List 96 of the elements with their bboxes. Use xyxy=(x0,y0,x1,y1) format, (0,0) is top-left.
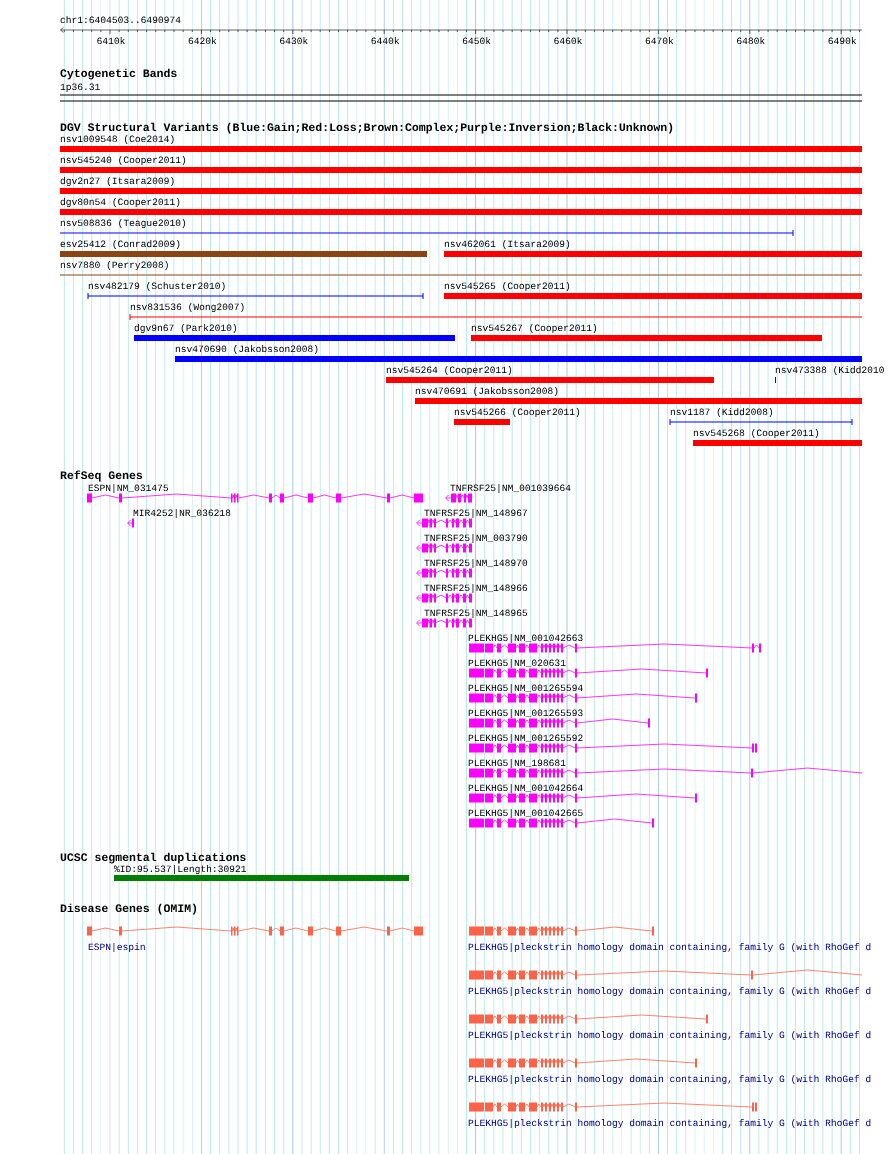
gene-model: TNFRSF25|NM_148966 xyxy=(416,584,528,603)
node-label: dgv9n67 (Park2010) xyxy=(134,324,237,333)
variant-bar: nsv545267 (Cooper2011) xyxy=(471,324,822,341)
disease-gene-model: PLEKHG5|pleckstrin homology domain containing, family G (with RhoGef d xyxy=(468,969,871,996)
node-label: nsv545267 (Cooper2011) xyxy=(471,324,597,333)
disease-gene-model: PLEKHG5|pleckstrin homology domain containing, family G (with RhoGef d xyxy=(468,1014,871,1040)
gene-model: TNFRSF25|NM_148967 xyxy=(416,509,527,528)
tick-label: 6470k xyxy=(645,37,674,45)
variant-bar: nsv1187 (Kidd2008) xyxy=(669,408,853,426)
node-label: PLEKHG5|NM_001042664 xyxy=(468,784,583,793)
gene-model: PLEKHG5|NM_001265593 xyxy=(468,709,650,728)
variant-bar: nsv508836 (Teague2010) xyxy=(59,219,794,237)
gene-model: PLEKHG5|NM_001042664 xyxy=(468,784,697,803)
disease-gene-model: PLEKHG5|pleckstrin homology domain containing, family G (with RhoGef d xyxy=(468,926,871,952)
node-label: nsv545265 (Cooper2011) xyxy=(444,282,570,291)
node-label: TNFRSF25|NM_001039664 xyxy=(450,484,571,493)
node-label: PLEKHG5|pleckstrin homology domain containing, family G (with RhoGef d xyxy=(468,943,871,952)
gene-model: ESPN|NM_031475 xyxy=(87,484,423,503)
track-heading: Disease Genes (OMIM) xyxy=(60,903,197,915)
gene-model: TNFRSF25|NM_148965 xyxy=(416,609,528,628)
node-label: PLEKHG5|NM_001265593 xyxy=(468,709,583,718)
node-label: esv25412 (Conrad2009) xyxy=(60,240,180,249)
tick-label: 6460k xyxy=(554,37,582,45)
disease-gene-model: PLEKHG5|pleckstrin homology domain containing, family G (with RhoGef d xyxy=(468,1102,871,1128)
position-label: chr1:6404503..6490974 xyxy=(60,16,181,24)
track-heading: DGV Structural Variants (Blue:Gain;Red:Loss;Brown:Complex;Purple:Inversion;Black:Unknown) xyxy=(60,122,673,134)
track-heading: RefSeq Genes xyxy=(60,470,143,482)
gene-model: PLEKHG5|NM_198681 xyxy=(468,759,863,778)
node-label: nsv545240 (Cooper2011) xyxy=(60,156,186,165)
node-label: PLEKHG5|pleckstrin homology domain containing, family G (with RhoGef d xyxy=(468,1119,871,1128)
variant-bar: dgv9n67 (Park2010) xyxy=(134,324,455,341)
node-label: MIR4252|NR_036218 xyxy=(133,509,231,518)
node-label: PLEKHG5|NM_001265594 xyxy=(468,684,583,693)
variant-bar: nsv545265 (Cooper2011) xyxy=(444,282,862,299)
node-label: ESPN|espin xyxy=(88,943,145,952)
gene-model: TNFRSF25|NM_003790 xyxy=(416,534,528,553)
variant-bar: nsv1009548 (Coe2014) xyxy=(60,135,862,152)
gene-model: PLEKHG5|NM_001042665 xyxy=(468,809,654,828)
node-label: PLEKHG5|pleckstrin homology domain containing, family G (with RhoGef d xyxy=(468,1075,871,1084)
variant-bar: nsv470691 (Jakobsson2008) xyxy=(415,387,862,404)
tick-label: 6430k xyxy=(280,37,308,45)
gene-model: PLEKHG5|NM_001265594 xyxy=(468,684,697,703)
disease-gene-model: ESPN|espin xyxy=(87,926,423,952)
node-label: TNFRSF25|NM_148966 xyxy=(424,584,528,593)
tick-label: 6410k xyxy=(97,37,125,45)
node-label: dgv80n54 (Cooper2011) xyxy=(60,198,180,207)
node-label: PLEKHG5|NM_001042665 xyxy=(468,809,583,818)
node-label: nsv470690 (Jakobsson2008) xyxy=(175,345,318,354)
variant-bar: nsv831536 (Wong2007) xyxy=(129,303,863,321)
duplication-bar: %ID:95.537|Length:30921 xyxy=(114,865,409,881)
variant-bar: nsv470690 (Jakobsson2008) xyxy=(175,345,862,362)
node-label: PLEKHG5|NM_001042663 xyxy=(468,634,583,643)
tick-label: 6420k xyxy=(188,37,217,45)
node-label: nsv545264 (Cooper2011) xyxy=(386,366,512,375)
variant-bar: nsv462061 (Itsara2009) xyxy=(444,240,862,257)
node-label: PLEKHG5|NM_198681 xyxy=(468,759,566,768)
node-label: PLEKHG5|pleckstrin homology domain containing, family G (with RhoGef d xyxy=(468,987,871,996)
variant-bar: nsv473388 (Kidd2010 xyxy=(775,366,884,383)
tick-label: 6490k xyxy=(828,37,857,45)
node-label: nsv545268 (Cooper2011) xyxy=(693,429,819,438)
variant-bar: nsv545266 (Cooper2011) xyxy=(454,408,580,425)
node-label: PLEKHG5|pleckstrin homology domain containing, family G (with RhoGef d xyxy=(468,1031,871,1040)
node-label: TNFRSF25|NM_148967 xyxy=(424,509,527,518)
node-label: nsv1009548 (Coe2014) xyxy=(60,135,174,144)
cytoband-band: 1p36.31 xyxy=(59,83,863,102)
node-label: PLEKHG5|NM_020631 xyxy=(468,659,566,668)
node-label: TNFRSF25|NM_003790 xyxy=(424,534,528,543)
track-heading: UCSC segmental duplications xyxy=(60,852,246,864)
tick-label: 6440k xyxy=(371,37,400,45)
gene-model: TNFRSF25|NM_148970 xyxy=(416,559,528,578)
node-label: dgv2n27 (Itsara2009) xyxy=(60,177,174,186)
variant-bar: nsv482179 (Schuster2010) xyxy=(87,282,424,300)
tick-label: 6480k xyxy=(737,37,765,45)
node-label: TNFRSF25|NM_148965 xyxy=(424,609,528,618)
node-label: TNFRSF25|NM_148970 xyxy=(424,559,528,568)
node-label: nsv473388 (Kidd2010 xyxy=(775,366,884,375)
variant-bar: nsv545240 (Cooper2011) xyxy=(60,156,862,173)
gene-model: PLEKHG5|NM_001042663 xyxy=(468,634,761,653)
node-label: nsv545266 (Cooper2011) xyxy=(454,408,580,417)
node-label: PLEKHG5|NM_001265592 xyxy=(468,734,583,743)
variant-bar: nsv545264 (Cooper2011) xyxy=(386,366,714,383)
variant-bar: nsv545268 (Cooper2011) xyxy=(693,429,862,446)
gene-model: PLEKHG5|NM_001265592 xyxy=(468,734,757,753)
node-label: ESPN|NM_031475 xyxy=(88,484,169,493)
disease-gene-model: PLEKHG5|pleckstrin homology domain containing, family G (with RhoGef d xyxy=(468,1058,871,1084)
gene-model: TNFRSF25|NM_001039664 xyxy=(445,484,571,503)
variant-bar: dgv2n27 (Itsara2009) xyxy=(60,177,862,194)
node-label: nsv470691 (Jakobsson2008) xyxy=(415,387,558,396)
variant-bar: esv25412 (Conrad2009) xyxy=(60,240,427,257)
gene-model: MIR4252|NR_036218 xyxy=(127,509,231,528)
tick-label: 6450k xyxy=(462,37,491,45)
variant-bar: dgv80n54 (Cooper2011) xyxy=(60,198,862,215)
node-label: nsv462061 (Itsara2009) xyxy=(444,240,570,249)
node-label: %ID:95.537|Length:30921 xyxy=(114,865,247,874)
gene-model: PLEKHG5|NM_020631 xyxy=(468,659,708,678)
variant-bar: nsv7880 (Perry2008) xyxy=(59,261,863,276)
